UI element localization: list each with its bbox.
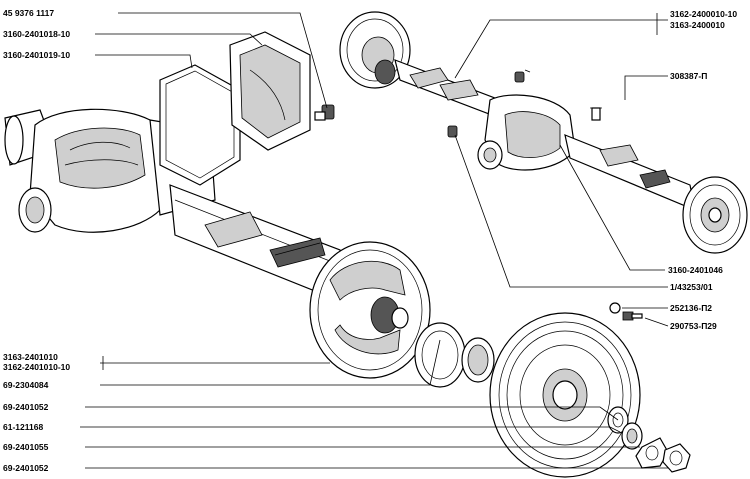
label-part-252136-p2: 252136-П2 (670, 303, 712, 313)
brake-drum (489, 312, 641, 478)
breather-plug (514, 71, 525, 83)
label-part-69-2401052-a: 69-2401052 (3, 402, 49, 412)
leader-lines (80, 12, 669, 469)
drain-plug (314, 104, 335, 121)
label-part-290753-p29: 290753-П29 (670, 321, 717, 331)
left-labels: 45 9376 1117 3160-2401018-10 3160-240101… (3, 8, 70, 473)
breather-valve (590, 107, 602, 121)
housing-gasket (159, 64, 241, 186)
label-part-3162-2401010-10: 3162-2401010-10 (3, 362, 70, 372)
label-part-3160-2401019-10: 3160-2401019-10 (3, 50, 70, 60)
label-part-69-2401055: 69-2401055 (3, 442, 49, 452)
housing-cover (229, 31, 311, 151)
filler-plug (447, 125, 458, 138)
main-axle-housing (4, 108, 351, 306)
label-part-3162-2400010-10: 3162-2400010-10 (670, 9, 737, 19)
label-part-69-2304084: 69-2304084 (3, 380, 49, 390)
label-part-3160-2401018-10: 3160-2401018-10 (3, 29, 70, 39)
label-part-45-9376-1117: 45 9376 1117 (3, 8, 54, 18)
label-part-1-43253-01: 1/43253/01 (670, 282, 713, 292)
hub-lock-ring (621, 422, 643, 450)
bolt (622, 311, 643, 321)
right-labels: 3162-2400010-10 3163-2400010 308387-П 31… (668, 9, 737, 331)
label-part-308387-p: 308387-П (670, 71, 707, 81)
bearing-ring (461, 337, 495, 383)
hub-nut (662, 443, 691, 473)
bolt-washer (609, 302, 621, 314)
brake-backing-plate (309, 241, 431, 379)
oil-seal-ring (414, 322, 466, 388)
label-part-69-2401052-b: 69-2401052 (3, 463, 49, 473)
label-part-3163-2401010: 3163-2401010 (3, 352, 58, 362)
hub-lock-washer (635, 437, 669, 469)
label-part-61-121168: 61-121168 (3, 422, 43, 432)
label-part-3160-2401046: 3160-2401046 (668, 265, 723, 275)
complete-rear-axle (339, 11, 748, 254)
label-part-3163-2400010: 3163-2400010 (670, 20, 725, 30)
